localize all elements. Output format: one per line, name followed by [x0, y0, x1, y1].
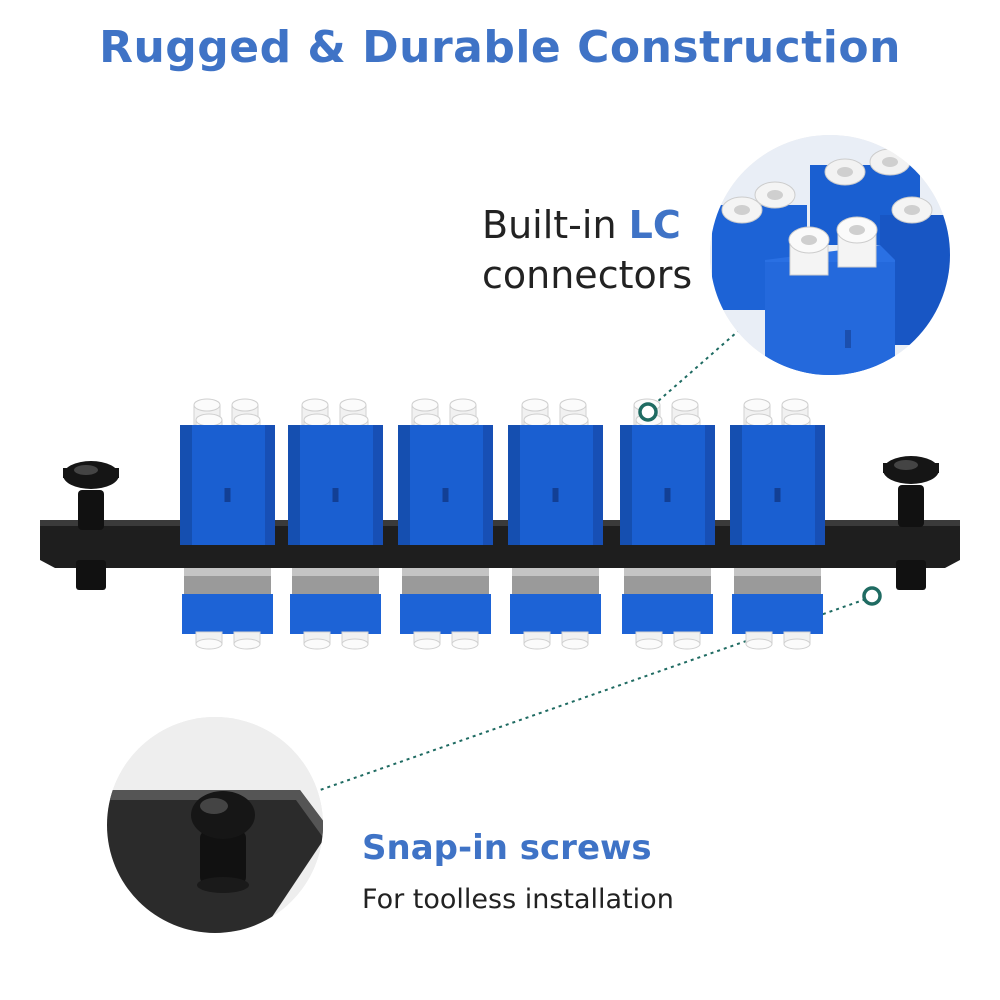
lc-leader-line — [647, 324, 746, 411]
lc-connectors-zoom — [710, 135, 950, 375]
lc-adapter — [180, 398, 275, 650]
left-snap-in-screw — [63, 461, 119, 590]
snap-in-screws-subtitle: For toolless installation — [362, 884, 674, 915]
lc-adapter — [508, 398, 603, 650]
lc-callout-prefix: Built-in — [482, 203, 629, 247]
lc-adapter — [288, 398, 383, 650]
lc-adapter-panel — [40, 398, 960, 650]
lc-adapter — [620, 398, 715, 650]
lc-callout-accent: LC — [628, 203, 681, 247]
lc-adapter — [730, 398, 825, 650]
lc-callout-line1: Built-in LC — [482, 200, 692, 250]
lc-callout-line2: connectors — [482, 253, 693, 297]
right-snap-in-screw — [883, 456, 939, 590]
snap-in-screws-title: Snap-in screws — [362, 828, 652, 868]
page-title: Rugged & Durable Construction — [99, 22, 901, 73]
lc-callout-marker — [638, 402, 658, 422]
snap-in-screw-zoom — [107, 717, 323, 933]
screw-callout-marker — [862, 586, 882, 606]
lc-connectors-callout: Built-in LC connectors — [482, 200, 692, 300]
lc-adapter — [398, 398, 493, 650]
